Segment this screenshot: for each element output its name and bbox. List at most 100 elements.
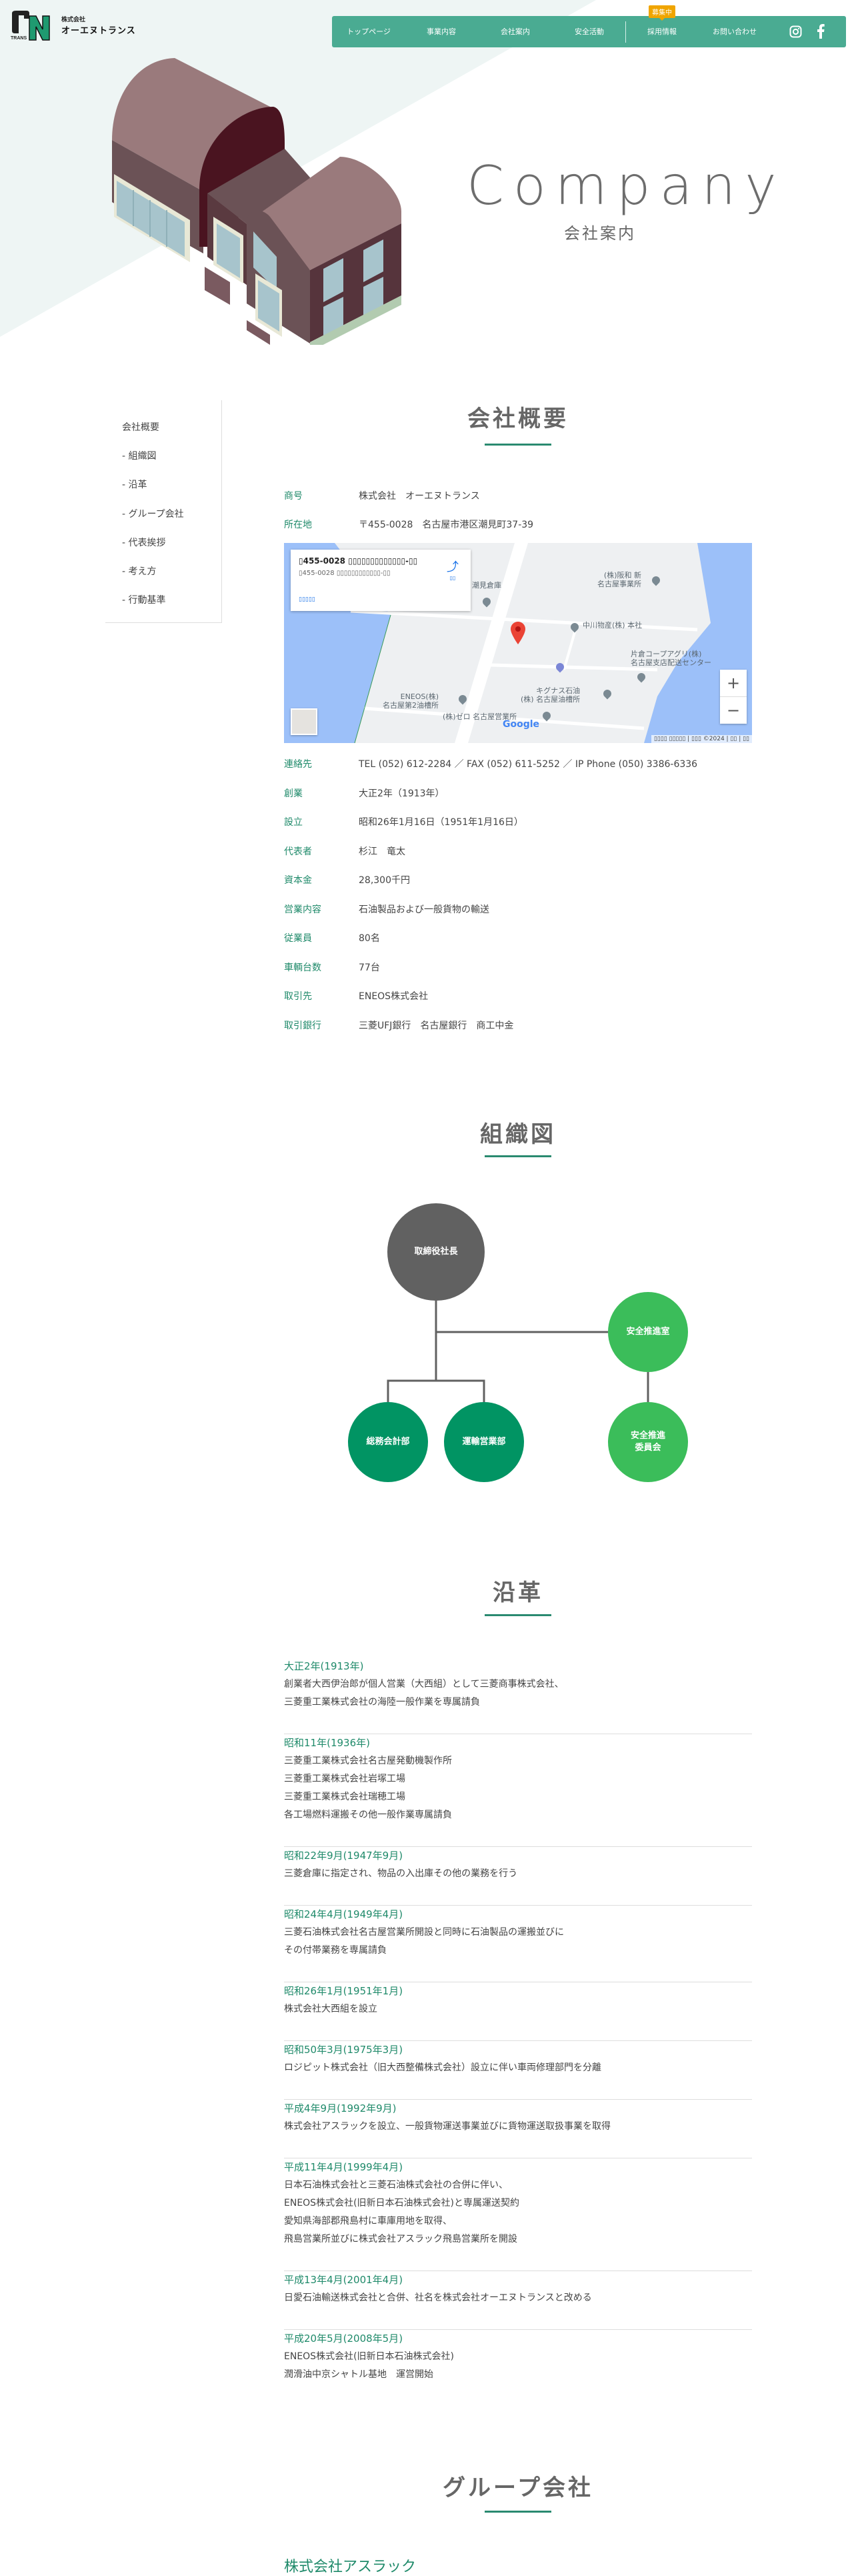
location-pin-icon[interactable]: [511, 622, 525, 644]
map-label: 中川物産(株) 本社: [583, 621, 643, 630]
row-value-address: 〒455-0028 名古屋市港区潮見町37-39: [359, 520, 534, 530]
org-node-safety-office: 安全推進室: [608, 1292, 688, 1372]
nav-business[interactable]: 事業内容: [427, 27, 456, 36]
nav-top[interactable]: トップページ: [347, 27, 391, 36]
sidebar-item-overview[interactable]: 会社概要: [122, 422, 159, 433]
instagram-icon[interactable]: [789, 25, 802, 38]
org-connectors: [387, 1301, 649, 1402]
sidebar-item-history[interactable]: - 沿革: [122, 480, 147, 490]
hero-title: Company: [467, 155, 786, 217]
svg-text:TRANS: TRANS: [11, 36, 27, 41]
sidebar-item-conduct[interactable]: - 行動基準: [122, 595, 166, 606]
sidebar-item-philosophy[interactable]: - 考え方: [122, 566, 157, 577]
hero-subtitle: 会社案内: [564, 224, 636, 243]
history-text: 各工場燃料運搬その他一般作業専属請負: [284, 1810, 452, 1820]
nav-recruit[interactable]: 採用情報: [647, 27, 677, 36]
history-item: 昭和11年(1936年)三菱重工業株式会社名古屋発動機製作所三菱重工業株式会社岩…: [284, 1734, 752, 1847]
section-title-org: 組織図: [480, 1121, 556, 1148]
row-label: 営業内容: [284, 904, 321, 915]
row-label: 従業員: [284, 933, 312, 944]
history-text: ENEOS株式会社(旧新日本石油株式会社): [284, 2351, 454, 2362]
row-value: 77台: [359, 962, 380, 973]
history-text: ENEOS株式会社(旧新日本石油株式会社)と専属運送契約: [284, 2198, 519, 2208]
history-text: 三菱倉庫に指定され、物品の入出庫その他の業務を行う: [284, 1868, 518, 1879]
row-label: 連絡先: [284, 759, 312, 770]
row-value: TEL (052) 612-2284 ／ FAX (052) 611-5252 …: [359, 759, 698, 770]
history-text: 創業者大西伊治郎が個人営業（大西組）として三菱商事株式会社、: [284, 1679, 564, 1690]
history-date: 大正2年(1913年): [284, 1660, 364, 1672]
org-node-safety-committee: 安全推進 委員会: [608, 1402, 688, 1482]
org-node-general-affairs: 総務会計部: [348, 1402, 428, 1482]
facebook-icon[interactable]: [817, 24, 825, 39]
row-value: 三菱UFJ銀行 名古屋銀行 商工中金: [359, 1020, 514, 1031]
history-date: 平成11年4月(1999年4月): [284, 2161, 403, 2173]
history-text: 日本石油株式会社と三菱石油株式会社の合併に伴い、: [284, 2180, 508, 2190]
row-label: 設立: [284, 817, 303, 828]
logo-mark-icon: TRANS: [11, 11, 50, 41]
main-nav: トップページ 事業内容 会社案内 安全活動 募集中 採用情報 お問い合わせ: [332, 5, 846, 47]
history-text: 日愛石油輸送株式会社と合併、社名を株式会社オーエヌトランスと改める: [284, 2293, 592, 2303]
org-node-president: 取締役社長: [387, 1203, 485, 1301]
history-text: 三菱重工業株式会社名古屋発動機製作所: [284, 1756, 452, 1766]
sidebar-item-org[interactable]: - 組織図: [122, 451, 157, 462]
row-label-name: 商号: [284, 491, 303, 502]
history-date: 昭和24年4月(1949年4月): [284, 1908, 403, 1920]
history-date: 昭和22年9月(1947年9月): [284, 1850, 403, 1862]
row-value: 石油製品および一般貨物の輸送: [359, 904, 489, 915]
section-title-overview: 会社概要: [467, 406, 569, 432]
history-item: 平成4年9月(1992年9月)株式会社アスラックを設立、一般貨物運送事業並びに貨…: [284, 2100, 752, 2158]
section-title-group: グループ会社: [443, 2475, 593, 2501]
history-item: 昭和24年4月(1949年4月) 三菱石油株式会社名古屋営業所開設と同時に石油製品…: [284, 1906, 752, 1982]
row-value: 大正2年（1913年）: [359, 788, 445, 799]
recruit-badge: 募集中: [649, 5, 675, 21]
row-label: 代表者: [284, 846, 312, 857]
map-label: (株)阪和 新 名古屋事業所: [597, 571, 641, 588]
row-value: 杉江 竜太: [359, 846, 405, 857]
nav-contact[interactable]: お問い合わせ: [713, 27, 757, 36]
sidebar-item-message[interactable]: - 代表挨拶: [122, 538, 166, 548]
street-view-button[interactable]: [291, 708, 317, 735]
history-text: 株式会社アスラックを設立、一般貨物運送事業並びに貨物運送取扱事業を取得: [284, 2121, 611, 2132]
title-underline: [485, 2511, 551, 2513]
map-attribution[interactable]: ▯▯▯▯ ▯▯▯▯▯ | ▯▯▯ ©2024 | ▯▯ | ▯▯: [651, 735, 752, 743]
nav-divider: [625, 21, 626, 43]
history-item: 平成11年4月(1999年4月) 日本石油株式会社と三菱石油株式会社の合併に伴い、…: [284, 2158, 752, 2271]
history-item: 昭和50年3月(1975年3月) ロジピット株式会社（旧大西整備株式会社）設立に伴…: [284, 2041, 752, 2100]
row-value-name: 株式会社 オーエヌトランス: [359, 491, 480, 502]
title-underline: [485, 444, 551, 446]
history-item: 昭和22年9月(1947年9月) 三菱倉庫に指定され、物品の入出庫その他の業務を行…: [284, 1847, 752, 1906]
zoom-out-button[interactable]: −: [720, 696, 747, 723]
nav-safety[interactable]: 安全活動: [575, 27, 604, 36]
nav-company[interactable]: 会社案内: [501, 27, 530, 36]
google-map[interactable]: 潮見倉庫 (株)阪和 新 名古屋事業所 中川物産(株) 本社 片倉コープアグリ(…: [284, 543, 752, 743]
history-date: 昭和50年3月(1975年3月): [284, 2044, 403, 2056]
map-larger-link[interactable]: ▯▯▯▯▯: [299, 596, 315, 603]
history-item: 平成20年5月(2008年5月)ENEOS株式会社(旧新日本石油株式会社)潤滑油…: [284, 2330, 752, 2407]
zoom-in-button[interactable]: +: [726, 674, 741, 692]
history-item: 昭和26年1月(1951年1月)株式会社大西組を設立: [284, 1982, 752, 2041]
history-text: その付帯業務を専属請負: [284, 1945, 387, 1956]
company-logo[interactable]: TRANS 株式会社 オーエヌトランス: [9, 9, 136, 41]
row-value: 80名: [359, 933, 380, 944]
history-date: 平成13年4月(2001年4月): [284, 2274, 403, 2286]
row-value: 昭和26年1月16日（1951年1月16日）: [359, 817, 523, 828]
sidebar-item-group[interactable]: - グループ会社: [122, 509, 184, 520]
history-text: 飛島営業所並びに株式会社アスラック飛島営業所を開設: [284, 2234, 517, 2244]
history-text: ロジピット株式会社（旧大西整備株式会社）設立に伴い車両修理部門を分離: [284, 2062, 601, 2073]
row-label: 創業: [284, 788, 303, 799]
map-label: ENEOS(株) 名古屋第2油槽所: [383, 692, 439, 710]
map-label: 片倉コープアグリ(株) 名古屋支店配送センター: [631, 650, 711, 667]
history-text: 潤滑油中京シャトル基地 運営開始: [284, 2369, 433, 2380]
logo-text: オーエヌトランス: [61, 26, 136, 36]
history-text: 株式会社大西組を設立: [284, 2004, 377, 2014]
row-label: 取引先: [284, 991, 312, 1002]
row-label: 取引銀行: [284, 1020, 321, 1031]
directions-button[interactable]: ⤴▯▯: [447, 558, 459, 581]
history-text: 三菱石油株式会社名古屋営業所開設と同時に石油製品の運搬並びに: [284, 1927, 564, 1938]
map-zoom-controls: + −: [720, 670, 747, 724]
group-company-name[interactable]: 株式会社アスラック: [284, 2559, 417, 2575]
map-card-address: ▯455-0028 ▯▯▯▯▯▯▯▯▯▯▯▯-▯▯: [299, 570, 391, 577]
building-illustration: [112, 58, 401, 345]
directions-icon: ⤴: [447, 560, 459, 574]
row-label-address: 所在地: [284, 520, 312, 530]
